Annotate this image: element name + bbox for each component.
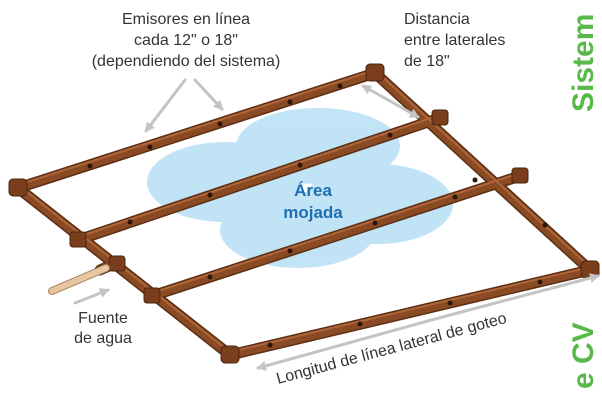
emitter	[207, 192, 213, 198]
source-label: Fuente de agua	[74, 310, 132, 347]
tee-fitting	[431, 109, 449, 126]
spacing-arrow-end	[388, 99, 420, 119]
water-source	[48, 264, 110, 295]
emitter	[297, 162, 303, 168]
emitters	[87, 83, 548, 348]
emitter-label: Emisores en línea cada 12" o 18" (depend…	[92, 11, 281, 70]
elbow-fitting	[8, 178, 28, 197]
tee-fitting	[511, 167, 529, 184]
emitter	[372, 220, 378, 226]
elbow-fitting	[365, 63, 385, 82]
emitter	[207, 274, 213, 280]
pipe-highlight	[151, 172, 521, 294]
emitter	[542, 222, 548, 228]
pipe-lateral	[148, 172, 524, 300]
length-arrow-end	[433, 273, 600, 321]
tee-fitting	[69, 231, 87, 248]
wet-area-ellipse	[303, 164, 453, 244]
emitter-arrow	[193, 78, 224, 111]
tee-fitting	[143, 287, 161, 304]
emitter	[287, 99, 293, 105]
emitter	[287, 248, 293, 254]
emitter	[387, 132, 393, 138]
edge-title-bottom: e CV	[567, 322, 600, 389]
wet-area-ellipse	[236, 108, 400, 184]
emitter	[537, 279, 543, 285]
emitter	[357, 321, 363, 327]
emitter	[452, 194, 458, 200]
length-arrow-start	[256, 317, 437, 371]
edge-title-top: Sistem	[567, 14, 600, 112]
source-label-line1: Fuente	[78, 310, 128, 327]
tee-fitting	[108, 255, 126, 272]
source-label-line2: de agua	[74, 330, 132, 347]
emitter	[147, 144, 153, 150]
emitter-label-line3: (dependiendo del sistema)	[92, 53, 281, 70]
wet-area-label-line1: Área	[294, 181, 332, 200]
pipe-highlight	[77, 114, 441, 238]
emitter	[447, 300, 453, 306]
annotation-arrows	[73, 78, 600, 371]
distance-label-line2: entre laterales	[404, 32, 505, 49]
source-arrow	[73, 288, 110, 305]
emitter	[472, 177, 478, 183]
pipe-fittings	[8, 63, 600, 364]
emitter	[87, 163, 93, 169]
spacing-arrow-start	[361, 84, 392, 103]
emitter	[127, 219, 133, 225]
pipe-lateral	[74, 114, 444, 244]
emitter	[337, 83, 343, 89]
distance-label-line3: de 18"	[404, 53, 450, 70]
distance-label: Distancia entre laterales de 18"	[404, 11, 505, 70]
source-tube-fill	[49, 265, 109, 294]
wet-area-label: Área mojada	[283, 181, 343, 222]
elbow-fitting	[220, 345, 240, 364]
distance-label-line1: Distancia	[404, 11, 470, 28]
emitter	[217, 121, 223, 127]
emitter-label-line2: cada 12" o 18"	[134, 32, 238, 49]
emitter-label-line1: Emisores en línea	[122, 11, 250, 28]
wet-area-label-line2: mojada	[283, 203, 343, 222]
emitter-arrow	[144, 78, 187, 133]
emitter	[267, 342, 273, 348]
